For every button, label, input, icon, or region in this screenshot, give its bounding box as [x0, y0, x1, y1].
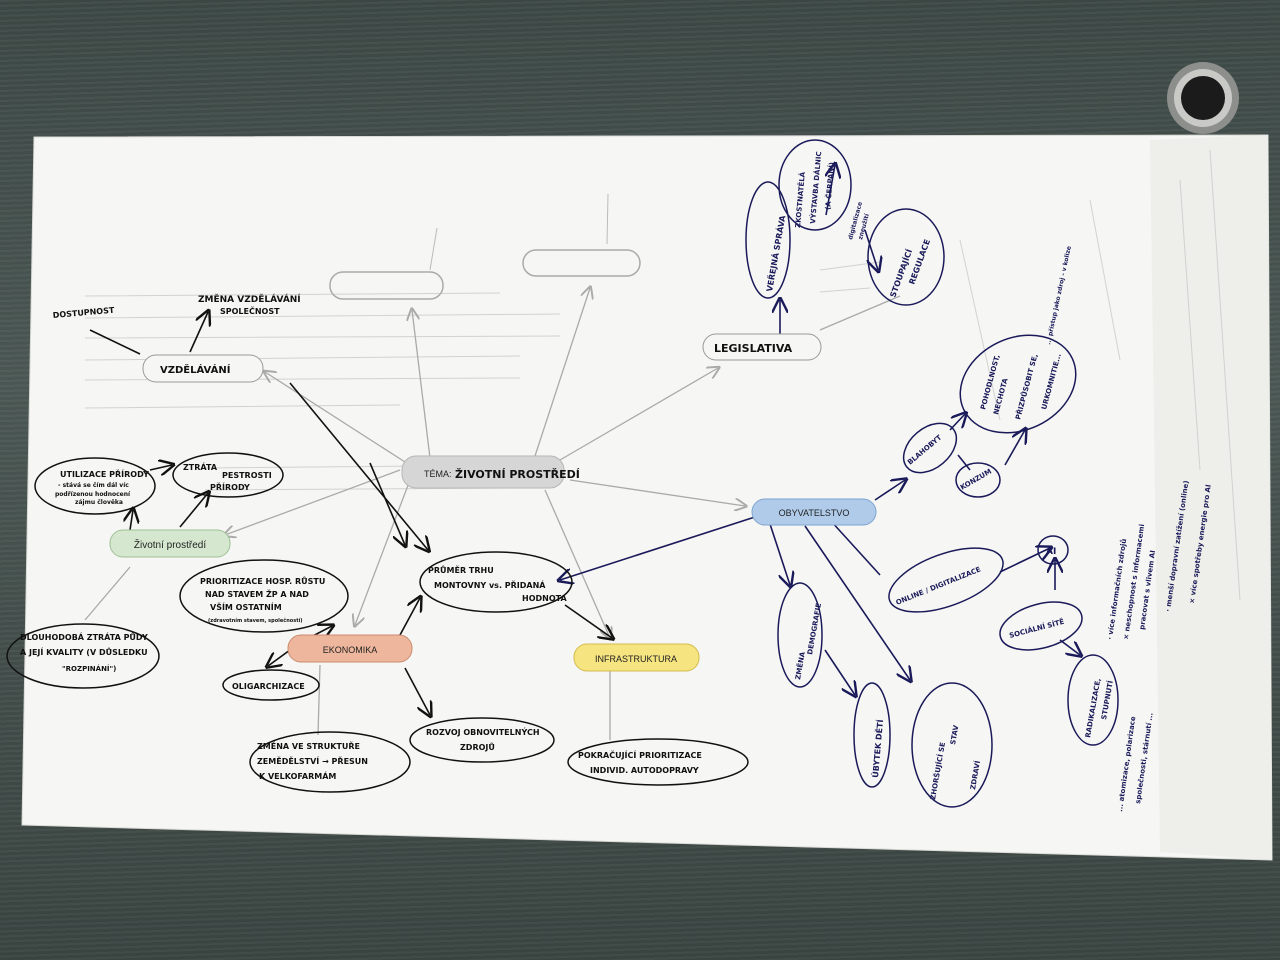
- svg-text:UTILIZACE PŘÍRODY: UTILIZACE PŘÍRODY: [60, 468, 149, 479]
- svg-text:SÍTĚ: SÍTĚ: [1046, 617, 1065, 630]
- svg-text:PESTROSTI: PESTROSTI: [222, 471, 272, 480]
- svg-text:AI: AI: [1046, 547, 1056, 557]
- svg-text:PRŮMĚR TRHU: PRŮMĚR TRHU: [428, 564, 494, 575]
- branch-legislativa[interactable]: LEGISLATIVA: [702, 333, 822, 361]
- svg-text:ZMĚNA VZDĚLÁVÁNÍ: ZMĚNA VZDĚLÁVÁNÍ: [198, 293, 301, 305]
- svg-text:podřízenou hodnocení: podřízenou hodnocení: [55, 491, 131, 498]
- branch-ekonomika-label: EKONOMIKA: [323, 645, 378, 655]
- svg-text:A JEJÍ KVALITY (V DŮSLEDKU: A JEJÍ KVALITY (V DŮSLEDKU: [20, 646, 148, 657]
- note-oligarchizace: OLIGARCHIZACE: [222, 669, 320, 701]
- central-topic-prefix: TÉMA:: [424, 469, 452, 479]
- branch-zivotni-prostredi-label: Životní prostředí: [134, 538, 206, 551]
- ink-arrows: [89, 312, 612, 715]
- center-connectors: [84, 288, 901, 740]
- svg-text:STAV: STAV: [949, 724, 960, 745]
- connector-empty-1: [429, 227, 438, 271]
- svg-text:"ROZPINÁNÍ"): "ROZPINÁNÍ"): [62, 664, 116, 673]
- svg-text:ROZVOJ OBNOVITELNÝCH: ROZVOJ OBNOVITELNÝCH: [426, 726, 540, 737]
- svg-text:DLOUHODOBÁ ZTRÁTA PŮDY: DLOUHODOBÁ ZTRÁTA PŮDY: [20, 631, 148, 642]
- note-dlouhodoba-ztrata: DLOUHODOBÁ ZTRÁTA PŮDY A JEJÍ KVALITY (V…: [6, 623, 160, 689]
- svg-text:(zdravotním stavem, společnost: (zdravotním stavem, společností): [208, 617, 303, 624]
- branch-legislativa-label: LEGISLATIVA: [714, 342, 793, 355]
- note-prioritizace: PRIORITIZACE HOSP. RŮSTU NAD STAVEM ŽP A…: [179, 559, 349, 633]
- branch-obyvatelstvo[interactable]: OBYVATELSTVO: [751, 498, 877, 526]
- branch-obyvatelstvo-label: OBYVATELSTVO: [779, 508, 850, 518]
- svg-text:POKRAČUJÍCÍ PRIORITIZACE: POKRAČUJÍCÍ PRIORITIZACE: [578, 749, 702, 760]
- svg-text:PRIORITIZACE HOSP. RŮSTU: PRIORITIZACE HOSP. RŮSTU: [200, 575, 325, 586]
- note-ztrata-pestrosti: ZTRÁTA PESTROSTI PŘÍRODY: [172, 452, 284, 498]
- branch-infrastruktura-label: INFRASTRUKTURA: [595, 654, 677, 664]
- branch-ekonomika[interactable]: EKONOMIKA: [287, 634, 413, 663]
- connector-empty-2: [606, 193, 609, 245]
- branch-vzdelavani-label: VZDĚLÁVÁNÍ: [160, 363, 231, 376]
- svg-text:ZDROJŮ: ZDROJŮ: [460, 741, 495, 752]
- svg-text:ZEMĚDĚLSTVÍ → PŘESUN: ZEMĚDĚLSTVÍ → PŘESUN: [257, 755, 368, 766]
- svg-text:HODNOTA: HODNOTA: [522, 594, 567, 603]
- svg-text:PŘÍRODY: PŘÍRODY: [210, 481, 250, 492]
- svg-text:SPOLEČNOST: SPOLEČNOST: [220, 305, 280, 316]
- note-prumer-trhu: PRŮMĚR TRHU MONTOVNY vs. PŘIDANÁ HODNOTA: [419, 551, 573, 613]
- svg-text:NAD STAVEM ŽP A NAD: NAD STAVEM ŽP A NAD: [205, 588, 309, 599]
- svg-text:VŠÍM OSTATNÍM: VŠÍM OSTATNÍM: [210, 601, 282, 612]
- branch-vzdelavani[interactable]: VZDĚLÁVÁNÍ: [142, 354, 264, 383]
- svg-text:K VELKOFARMÁM: K VELKOFARMÁM: [259, 770, 336, 781]
- svg-text:- stává se čím dál víc: - stává se čím dál víc: [58, 482, 129, 489]
- paper-shadow-fold: [1150, 135, 1272, 860]
- svg-text:INDIVID. AUTODOPRAVY: INDIVID. AUTODOPRAVY: [590, 766, 699, 775]
- svg-text:zájmu člověka: zájmu člověka: [75, 499, 123, 506]
- note-zmena-vzdelavani: ZMĚNA VZDĚLÁVÁNÍ SPOLEČNOST: [198, 293, 301, 316]
- central-topic-title: ŽIVOTNÍ PROSTŘEDÍ: [455, 468, 580, 481]
- note-zmena-struktury: ZMĚNA VE STRUKTUŘE ZEMĚDĚLSTVÍ → PŘESUN …: [249, 731, 411, 793]
- svg-text:OLIGARCHIZACE: OLIGARCHIZACE: [232, 682, 305, 691]
- empty-topic-oval-2: [522, 249, 641, 277]
- central-topic-node[interactable]: TÉMA: ŽIVOTNÍ PROSTŘEDÍ: [401, 455, 580, 489]
- branch-infrastruktura[interactable]: INFRASTRUKTURA: [573, 643, 700, 672]
- svg-text:MONTOVNY vs. PŘIDANÁ: MONTOVNY vs. PŘIDANÁ: [434, 579, 546, 590]
- note-ai: AI: [1037, 535, 1069, 565]
- note-utilizace: UTILIZACE PŘÍRODY - stává se čím dál víc…: [34, 457, 156, 515]
- note-rozvoj-obnovitelnych: ROZVOJ OBNOVITELNÝCH ZDROJŮ: [409, 717, 555, 763]
- note-pokracujici-prioritizace: POKRAČUJÍCÍ PRIORITIZACE INDIVID. AUTODO…: [567, 738, 749, 786]
- svg-text:ZMĚNA VE STRUKTUŘE: ZMĚNA VE STRUKTUŘE: [257, 740, 360, 751]
- svg-text:(A ČERPÁNÍ): (A ČERPÁNÍ): [823, 162, 836, 211]
- svg-text:ZTRÁTA: ZTRÁTA: [183, 461, 218, 472]
- empty-topic-oval-1: [329, 271, 444, 300]
- blue-ink-arrows: [560, 165, 1080, 695]
- branch-zivotni-prostredi[interactable]: Životní prostředí: [109, 529, 231, 558]
- desk-grommet-icon: [1167, 62, 1239, 134]
